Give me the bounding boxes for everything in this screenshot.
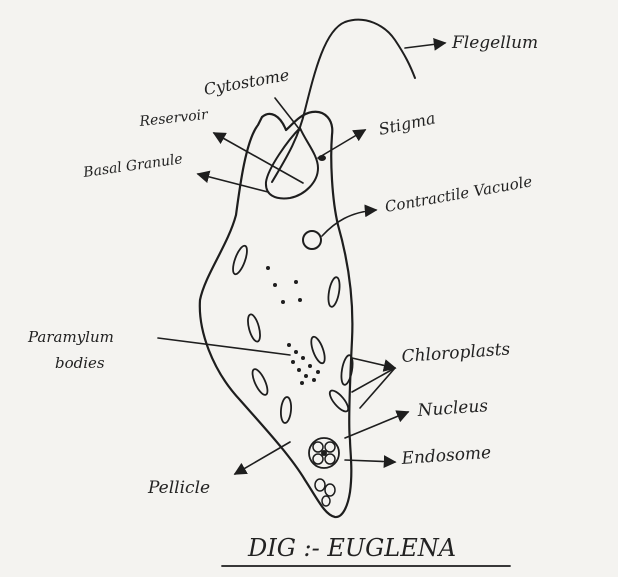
euglena-body — [200, 112, 353, 517]
contractile-vacuole-label: Contractile Vacuole — [384, 172, 534, 216]
flagellum — [272, 20, 415, 182]
nucleus — [309, 438, 339, 468]
basal-granule-label: Basal Granule — [81, 151, 183, 181]
chloroplasts-label: Chloroplasts — [401, 339, 511, 367]
chloroplast — [246, 313, 263, 343]
chloroplast — [339, 354, 354, 385]
pellicle-label: Pellicle — [147, 478, 210, 498]
reservoir — [266, 128, 318, 198]
cytostome-label: Cytostome — [202, 65, 290, 99]
endosome — [321, 450, 327, 456]
paramylum-label-line2: bodies — [55, 354, 105, 372]
chloroplast — [230, 244, 250, 276]
flagellum-label: Flegellum — [451, 33, 538, 53]
chloroplast-group — [230, 244, 354, 423]
paramylum-label-line1: Paramylum — [27, 328, 114, 346]
reservoir-label: Reservoir — [138, 107, 210, 130]
contractile-vacuole — [303, 231, 321, 249]
chloroplast — [326, 276, 341, 307]
diagram-caption: DIG :- EUGLENA — [247, 534, 456, 562]
paramylum-bodies — [266, 266, 320, 385]
nucleus-label: Nucleus — [416, 396, 489, 421]
chloroplast — [250, 367, 271, 397]
chloroplast — [309, 335, 328, 365]
stigma-label: Stigma — [377, 108, 437, 139]
chloroplast — [327, 388, 351, 414]
endosome-label: Endosome — [400, 443, 492, 469]
chloroplast — [280, 397, 292, 424]
